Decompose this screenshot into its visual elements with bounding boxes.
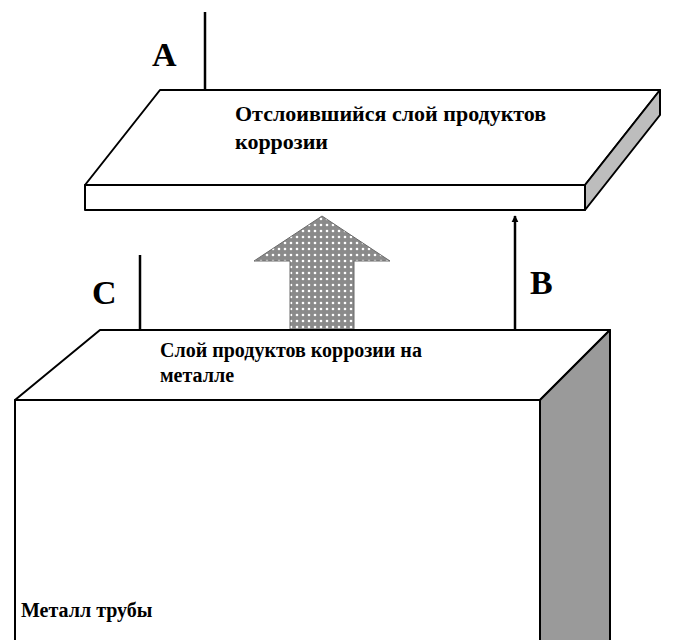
force-label: C [92, 276, 117, 310]
shape-outline [15, 330, 615, 640]
plate-front-face [85, 185, 585, 210]
force-arrow [204, 12, 207, 140]
force-arrow [139, 255, 142, 358]
detached-layer-plate: Отслоившийся слой продуктов коррозии [85, 90, 665, 215]
force-arrow [514, 216, 517, 330]
node-text: Слой продуктов коррозии на металле [160, 338, 460, 388]
plate-top-face [85, 90, 660, 185]
node-text: Металл трубы [21, 598, 321, 623]
pipe-metal-block: Слой продуктов коррозии на металлеМеталл… [15, 330, 615, 640]
shape-outline [85, 90, 665, 215]
flow-arrow [254, 216, 390, 330]
block-top-face [15, 330, 610, 400]
plate-side-face [585, 90, 660, 210]
force-label: B [530, 266, 553, 300]
force-label: A [152, 38, 177, 72]
block-front-face [15, 400, 540, 640]
node-text: Отслоившийся слой продуктов коррозии [235, 100, 580, 155]
block-side-face [540, 330, 610, 640]
